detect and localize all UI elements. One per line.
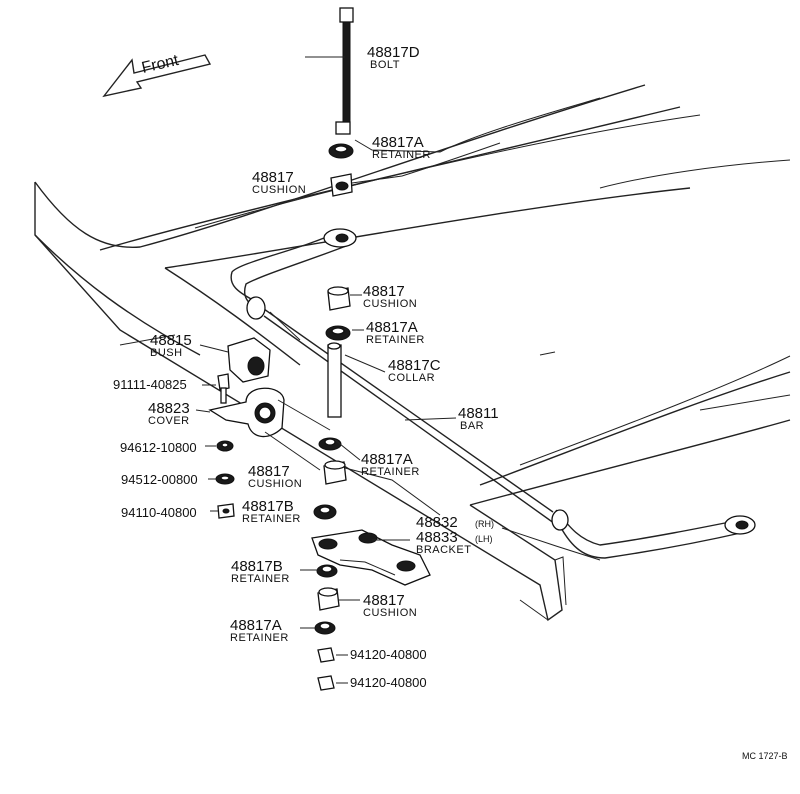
leader-lines: [119, 56, 601, 684]
part-label-retainer-top: 48817A RETAINER: [372, 134, 431, 161]
svg-text:48817A: 48817A: [372, 134, 424, 151]
svg-text:RETAINER: RETAINER: [366, 334, 425, 346]
svg-text:48833: 48833: [416, 529, 458, 546]
part-label-bracket: 48832 (RH) 48833 (LH) BRACKET: [416, 514, 494, 556]
svg-text:RETAINER: RETAINER: [231, 573, 290, 585]
svg-text:CUSHION: CUSHION: [363, 607, 417, 619]
stabilizer-bar: [230, 228, 756, 559]
svg-text:48817A: 48817A: [366, 319, 418, 336]
svg-text:48811: 48811: [458, 405, 499, 422]
part-label-retainer-b-upper: 48817B RETAINER: [242, 498, 301, 525]
svg-text:48832: 48832: [416, 514, 458, 531]
vehicle-underbody-outline: [34, 84, 791, 622]
link-bolt-top: [328, 7, 354, 197]
svg-text:91111-40825: 91111-40825: [113, 377, 187, 392]
svg-text:(RH): (RH): [475, 519, 494, 529]
svg-text:48817: 48817: [248, 463, 290, 480]
svg-text:48815: 48815: [150, 332, 192, 349]
part-label-cushion-right: 48817 CUSHION: [363, 283, 417, 310]
right-link-parts: [325, 286, 351, 418]
svg-text:94512-00800: 94512-00800: [121, 472, 198, 487]
part-label-nut-upper: 94120-40800: [350, 647, 427, 662]
svg-text:48817A: 48817A: [230, 617, 282, 634]
part-label-bush: 48815 BUSH: [150, 332, 192, 359]
part-label-bolt: 48817D BOLT: [367, 44, 420, 71]
part-label-cover: 48823 COVER: [148, 400, 190, 427]
svg-text:94120-40800: 94120-40800: [350, 675, 427, 690]
svg-text:CUSHION: CUSHION: [248, 478, 302, 490]
part-label-94512: 94512-00800: [121, 472, 198, 487]
part-label-retainer-b-lower: 48817B RETAINER: [231, 558, 290, 585]
svg-text:RETAINER: RETAINER: [361, 466, 420, 478]
svg-text:RETAINER: RETAINER: [230, 632, 289, 644]
svg-text:48817A: 48817A: [361, 451, 413, 468]
svg-text:48817: 48817: [363, 283, 405, 300]
part-label-retainer-lower: 48817A RETAINER: [230, 617, 289, 644]
svg-text:48817D: 48817D: [367, 44, 420, 61]
part-label-94110: 94110-40800: [121, 505, 197, 520]
svg-text:94120-40800: 94120-40800: [350, 647, 427, 662]
svg-text:94612-10800: 94612-10800: [120, 440, 197, 455]
part-label-retainer-right: 48817A RETAINER: [366, 319, 425, 346]
part-label-94612: 94612-10800: [120, 440, 197, 455]
svg-text:BRACKET: BRACKET: [416, 544, 471, 556]
svg-text:COLLAR: COLLAR: [388, 372, 435, 384]
svg-text:94110-40800: 94110-40800: [121, 505, 197, 520]
svg-text:CUSHION: CUSHION: [252, 184, 306, 196]
svg-text:48817: 48817: [363, 592, 405, 609]
svg-text:48817C: 48817C: [388, 357, 441, 374]
diagram-code: MC 1727-B: [742, 751, 788, 761]
part-label-nut-lower: 94120-40800: [350, 675, 427, 690]
svg-text:(LH): (LH): [475, 534, 493, 544]
svg-text:48823: 48823: [148, 400, 190, 417]
part-label-collar: 48817C COLLAR: [388, 357, 441, 384]
part-label-cushion-lower: 48817 CUSHION: [363, 592, 417, 619]
part-label-bolt-91111: 91111-40825: [113, 377, 187, 392]
part-label-bar: 48811 BAR: [458, 405, 499, 432]
lower-stack: [215, 437, 431, 691]
svg-text:BAR: BAR: [460, 420, 484, 432]
svg-text:BUSH: BUSH: [150, 347, 183, 359]
svg-text:RETAINER: RETAINER: [242, 513, 301, 525]
bush-and-cover: [208, 337, 285, 438]
svg-text:COVER: COVER: [148, 415, 190, 427]
svg-text:48817B: 48817B: [231, 558, 283, 575]
svg-text:48817B: 48817B: [242, 498, 294, 515]
front-arrow: Front: [102, 52, 212, 98]
svg-text:BOLT: BOLT: [370, 59, 400, 71]
svg-text:48817: 48817: [252, 169, 294, 186]
svg-text:RETAINER: RETAINER: [372, 149, 431, 161]
svg-text:CUSHION: CUSHION: [363, 298, 417, 310]
part-label-cushion-top: 48817 CUSHION: [252, 169, 306, 196]
part-label-cushion-mid: 48817 CUSHION: [248, 463, 302, 490]
part-label-retainer-mid: 48817A RETAINER: [361, 451, 420, 478]
